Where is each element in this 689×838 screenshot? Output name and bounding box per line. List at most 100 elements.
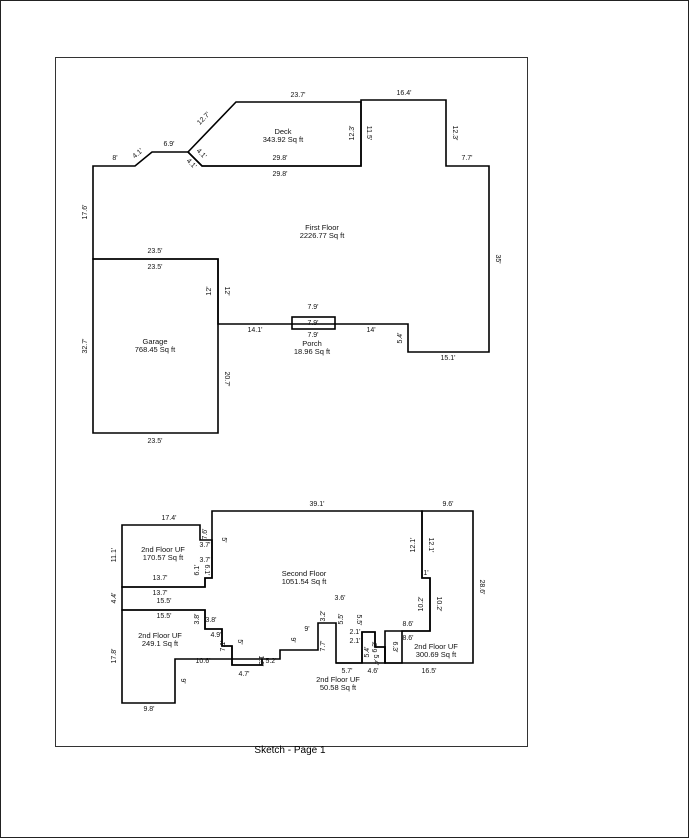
dim-label: 7.7' [320, 640, 327, 651]
dim-label: 4.9' [210, 632, 221, 639]
garage-label: Garage [142, 337, 167, 346]
dim-label: 7.6' [202, 528, 209, 539]
dim-label: 9' [304, 626, 309, 633]
dim-label: 9.6' [442, 501, 453, 508]
dim-label: 2.1' [349, 629, 360, 636]
dim-label: 1.5' [257, 655, 264, 666]
uf-c-label: 2nd Floor UF [316, 675, 360, 684]
first-floor-dimensions: 23.7' 16.4' 12.7' 6.9' 4.1' 8' 4.1' 4.1'… [82, 90, 501, 445]
dim-label: 3.7' [199, 542, 210, 549]
dim-label: 7.1' [220, 640, 227, 651]
dim-label: 23.5' [148, 248, 163, 255]
dim-label: 5.2' [265, 658, 276, 665]
dim-label: 29.8' [273, 171, 288, 178]
page-caption: Sketch - Page 1 [254, 745, 326, 756]
dim-label: 29.8' [273, 155, 288, 162]
dim-label: 5.5' [338, 613, 345, 624]
second-floor-area: 1051.54 Sq ft [282, 577, 328, 586]
uf-c-area: 50.58 Sq ft [320, 683, 357, 692]
dim-label: 16.5' [422, 668, 437, 675]
dim-label: 12.3' [349, 126, 356, 141]
first-floor-walls [92, 99, 490, 434]
dim-label: 5.4' [364, 646, 371, 657]
dim-label: 12.7' [196, 111, 212, 127]
dim-label: 9' [179, 678, 186, 683]
dim-label: 7.9' [307, 332, 318, 339]
dim-label: 8' [112, 155, 117, 162]
dim-label: 6.1' [203, 564, 210, 575]
dim-label: 6.1' [194, 564, 201, 575]
uf-b-area: 249.1 Sq ft [142, 639, 179, 648]
dim-label: 4.1' [132, 148, 145, 160]
dim-label: 8.6' [402, 621, 413, 628]
uf-a-label: 2nd Floor UF [141, 545, 185, 554]
dim-label: 11.1' [111, 548, 118, 562]
dim-label: 6.3' [372, 641, 379, 652]
uf-d-area: 300.69 Sq ft [416, 650, 457, 659]
second-floor-dimensions: 39.1' 9.6' 17.4' 7.6' 5' 3.7' 3.7' 11.1'… [111, 501, 485, 713]
dim-label: 4.6' [367, 668, 378, 675]
dim-label: 39.1' [310, 501, 325, 508]
dim-label: 23.5' [148, 264, 163, 271]
deck-label: Deck [274, 127, 291, 136]
first-floor-area: 2226.77 Sq ft [300, 231, 346, 240]
dim-label: 9' [289, 637, 296, 642]
dim-label: 23.5' [148, 438, 163, 445]
dim-label: 10.2' [418, 597, 425, 612]
dim-label: 17.6' [82, 205, 89, 220]
dim-label: 14.1' [248, 327, 263, 334]
dim-label: 12.1' [427, 538, 434, 553]
dim-label: 14' [366, 327, 375, 334]
dim-label: 4.4' [111, 592, 118, 603]
uf-a-outline [121, 524, 213, 588]
dim-label: 10.2' [435, 597, 442, 612]
first-floor-label: First Floor [305, 223, 339, 232]
dim-label: 20.7' [223, 372, 230, 387]
area-labels: Deck 343.92 Sq ft First Floor 2226.77 Sq… [135, 127, 459, 692]
dim-label: 28.6' [478, 580, 485, 595]
dim-label: 13.7' [153, 590, 168, 597]
dim-label: 1' [423, 570, 428, 577]
dim-label: 17.8' [111, 649, 118, 664]
dim-label: 32.7' [82, 339, 89, 354]
dim-label: 12.1' [410, 538, 417, 553]
uf-b-outline [121, 609, 263, 704]
dim-label: 15.5' [157, 613, 172, 620]
dim-label: 16.4' [397, 90, 412, 97]
dim-label: 5' [220, 537, 227, 542]
porch-outline [291, 316, 336, 330]
dim-label: 9.8' [143, 706, 154, 713]
dim-label: 35' [494, 254, 501, 263]
dim-label: 3.7' [199, 557, 210, 564]
dim-label: 7.9' [307, 304, 318, 311]
dim-label: 3.8' [205, 617, 216, 624]
dim-label: 13.7' [153, 575, 168, 582]
uf-b-label: 2nd Floor UF [138, 631, 182, 640]
garage-area: 768.45 Sq ft [135, 345, 176, 354]
dim-label: 15.5' [157, 598, 172, 605]
dim-label: 8.6' [402, 635, 413, 642]
dim-label: 11.5' [365, 126, 372, 140]
dim-label: 3.8' [194, 613, 201, 624]
dim-label: 17.4' [162, 515, 177, 522]
sketch-frame [55, 57, 528, 747]
porch-area: 18.96 Sq ft [294, 347, 331, 356]
dim-label: 10.6' [196, 658, 211, 665]
dim-label: 7.9' [307, 320, 318, 327]
second-floor-walls [121, 510, 474, 704]
dim-label: 4.1' [195, 148, 208, 161]
dim-label: 5' [236, 639, 243, 644]
uf-d-label: 2nd Floor UF [414, 642, 458, 651]
second-floor-label: Second Floor [282, 569, 327, 578]
dim-label: 5.5' [355, 614, 362, 625]
dim-label: 15.1' [441, 355, 456, 362]
dim-label: 6.3' [391, 641, 398, 652]
dim-label: 7.7' [461, 155, 472, 162]
dim-label: 3.6' [334, 595, 345, 602]
dim-label: 12.3' [451, 126, 458, 141]
dim-label: 5.7' [341, 668, 352, 675]
uf-d-outline [384, 510, 474, 664]
dim-label: 2.1' [349, 638, 360, 645]
dim-label: 12' [223, 286, 230, 295]
dim-label: 3.2' [320, 610, 327, 621]
